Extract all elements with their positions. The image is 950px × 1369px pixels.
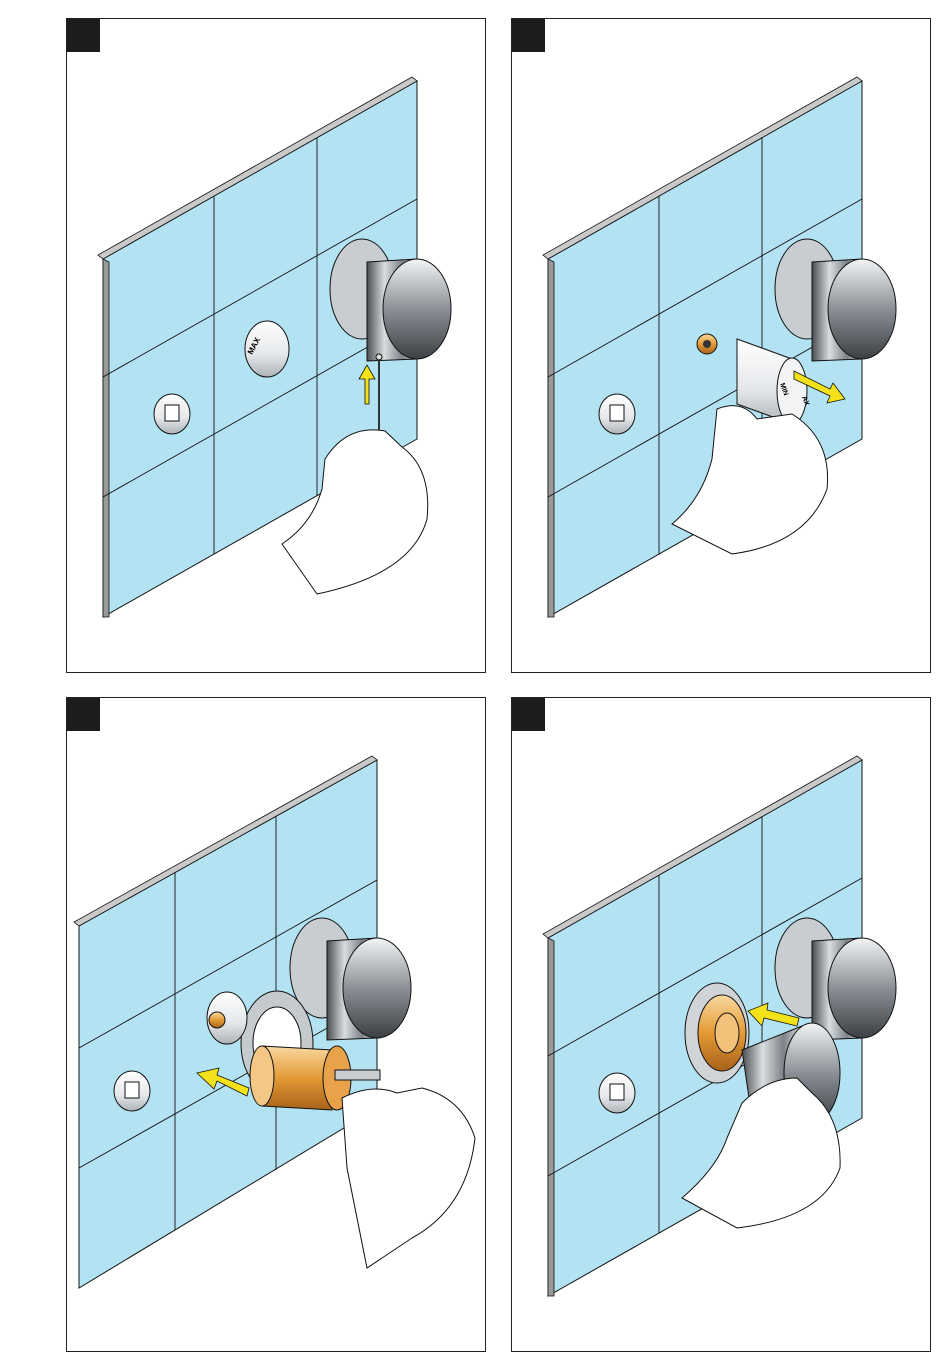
step-3-panel <box>66 697 486 1352</box>
brass-spindle <box>697 334 717 354</box>
small-knob <box>114 1071 150 1111</box>
step-2-illustration: MIN AX <box>512 19 932 674</box>
step-4-panel <box>511 697 931 1352</box>
step-3-illustration <box>67 698 487 1353</box>
small-knob <box>599 1073 635 1113</box>
step-1-illustration: MAX <box>67 19 487 674</box>
step-4-illustration <box>512 698 932 1353</box>
brass-cartridge <box>685 983 749 1083</box>
step-2-panel: MIN AX <box>511 18 931 673</box>
small-knob <box>599 394 635 434</box>
cap-disc: MAX <box>245 321 289 377</box>
step-1-panel: MAX <box>66 18 486 673</box>
small-knob <box>154 394 190 434</box>
hand-icon <box>342 1088 475 1268</box>
